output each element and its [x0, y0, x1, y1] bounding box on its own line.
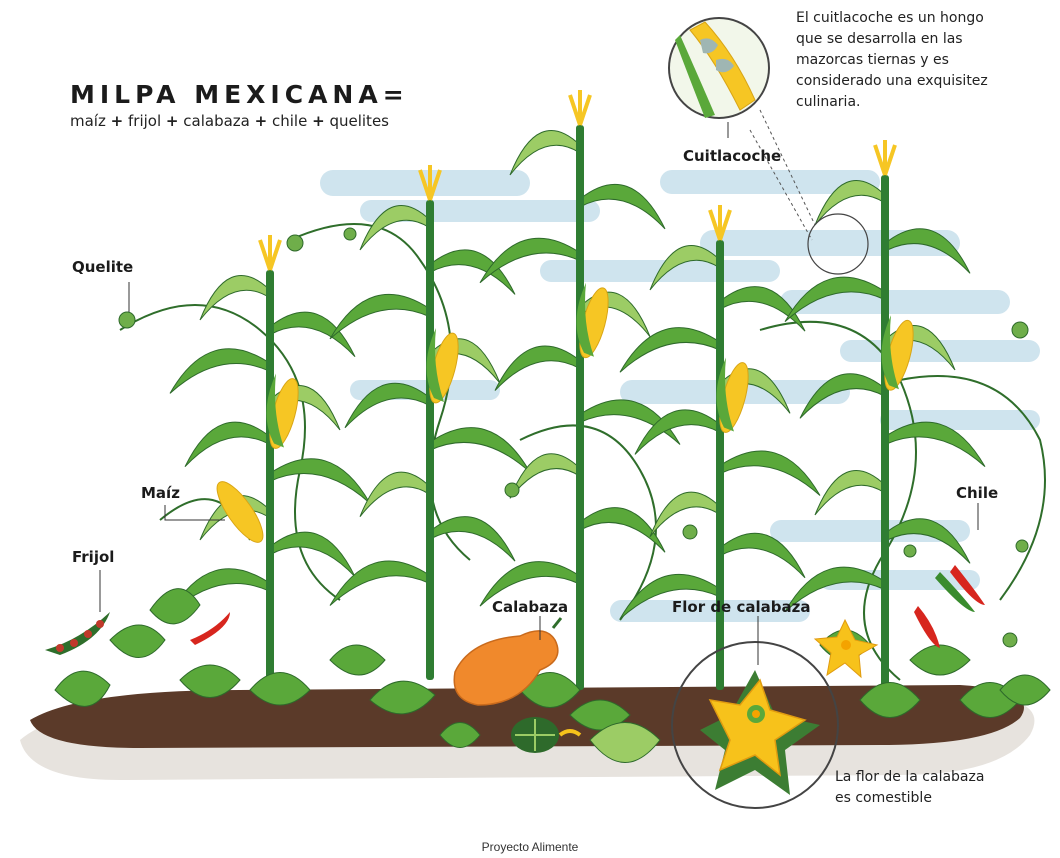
corn-leaf: [815, 470, 885, 515]
corn-stalk: [576, 125, 584, 690]
note-line: culinaria.: [796, 92, 988, 113]
label-maiz: Maíz: [141, 484, 180, 502]
note-line: que se desarrolla en las: [796, 29, 988, 50]
note-flor: La flor de la calabaza es comestible: [835, 767, 984, 809]
credit: Proyecto Alimente: [0, 840, 1060, 854]
page-title: MILPA MEXICANA=: [70, 80, 409, 109]
corn-leaf: [270, 459, 370, 504]
plus-sign: +: [255, 112, 268, 130]
note-line: es comestible: [835, 788, 984, 809]
label-cuitlacoche: Cuitlacoche: [683, 147, 781, 165]
corn-leaf: [430, 428, 530, 473]
note-cuitlacoche: El cuitlacoche es un hongo que se desarr…: [796, 8, 988, 113]
bean-pod: [45, 612, 110, 655]
corn-stalk: [266, 270, 274, 680]
note-line: La flor de la calabaza: [835, 767, 984, 788]
label-calabaza: Calabaza: [492, 598, 568, 616]
note-line: El cuitlacoche es un hongo: [796, 8, 988, 29]
label-chile: Chile: [956, 484, 998, 502]
formula: maíz + frijol + calabaza + chile + queli…: [70, 112, 389, 130]
corn-stalk: [716, 240, 724, 690]
note-line: mazorcas tiernas y es: [796, 50, 988, 71]
label-quelite: Quelite: [72, 258, 133, 276]
corn-stalk: [881, 175, 889, 690]
corn-leaf: [495, 346, 580, 391]
plus-sign: +: [111, 112, 124, 130]
label-flor-de-calabaza: Flor de calabaza: [672, 598, 810, 616]
label-frijol: Frijol: [72, 548, 114, 566]
corn-stalk: [426, 200, 434, 680]
corn-leaf: [580, 508, 665, 553]
formula-item-quelites: quelites: [329, 112, 389, 130]
corn-tassel: [875, 140, 895, 175]
corn-leaf: [330, 561, 430, 606]
corn-leaf: [720, 451, 820, 496]
corn-leaf: [620, 328, 720, 373]
formula-item-maiz: maíz: [70, 112, 106, 130]
formula-item-calabaza: calabaza: [183, 112, 250, 130]
plus-sign: +: [312, 112, 325, 130]
corn-leaf: [360, 472, 430, 517]
plus-sign: +: [166, 112, 179, 130]
corn-leaf: [270, 532, 355, 577]
corn-tassel: [570, 90, 590, 125]
corn-leaf: [330, 294, 430, 339]
formula-item-frijol: frijol: [128, 112, 161, 130]
note-line: considerado una exquisitez: [796, 71, 988, 92]
corn-leaf: [170, 349, 270, 394]
corn-leaf: [270, 312, 355, 357]
formula-item-chile: chile: [272, 112, 307, 130]
corn-leaf: [185, 422, 270, 467]
corn-tassel: [260, 235, 280, 270]
corn-leaf: [430, 517, 515, 562]
corn-leaf: [510, 130, 580, 175]
